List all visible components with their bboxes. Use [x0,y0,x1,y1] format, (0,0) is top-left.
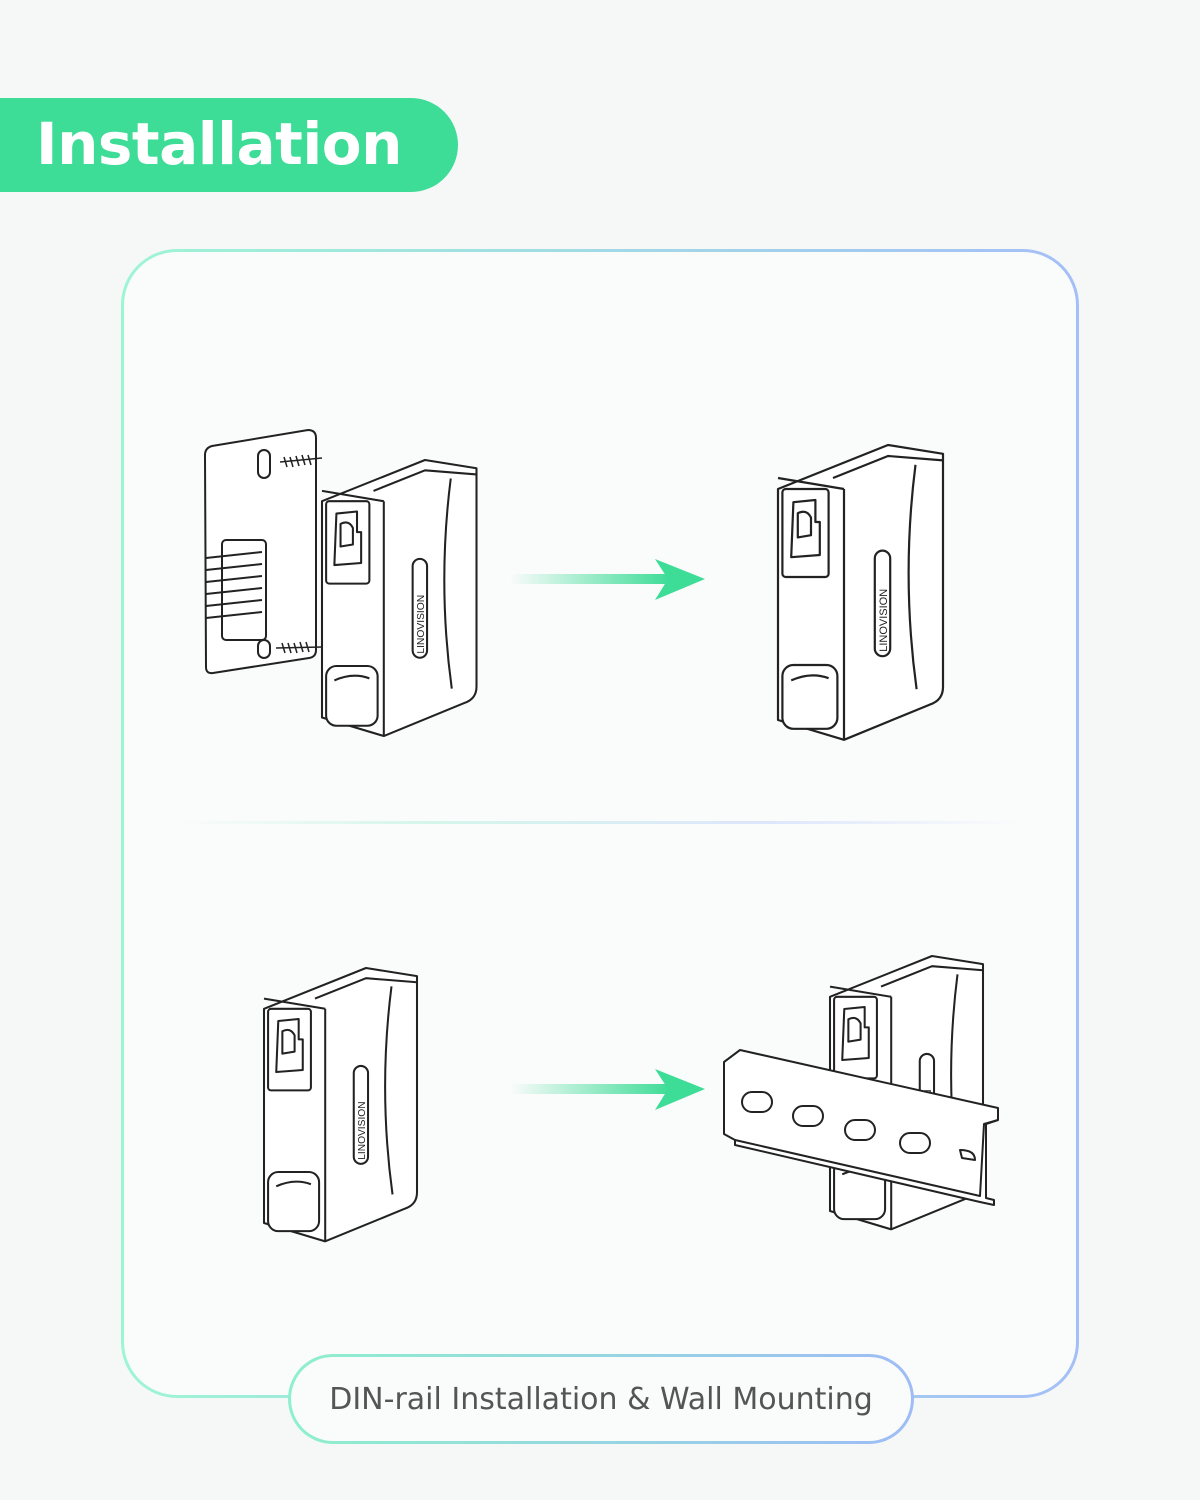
rail-slot [844,1119,876,1141]
divider [180,821,1020,824]
section-title: Installation [36,110,402,178]
screw-icon [275,641,323,654]
arrow-right-icon [510,1069,705,1110]
din-rail [723,1049,999,1206]
brand-label: LINOVISION [878,589,890,652]
arrow-right-icon [510,559,705,600]
mount-fins [205,539,267,641]
linovision-device: LINOVISION [320,458,478,738]
linovision-device: LINOVISION [776,443,945,741]
rail-slot [792,1105,824,1127]
brand-label: LINOVISION [416,595,427,654]
caption-pill: DIN-rail Installation & Wall Mounting [288,1354,914,1444]
rail-slot [741,1091,773,1113]
caption-text: DIN-rail Installation & Wall Mounting [291,1357,911,1441]
wall-mount-plate [203,428,323,675]
rail-slot [899,1132,931,1154]
screw-icon [279,454,323,468]
section-title-banner: Installation [0,98,458,192]
brand-label: LINOVISION [357,1101,368,1159]
linovision-device: LINOVISION [262,966,419,1243]
